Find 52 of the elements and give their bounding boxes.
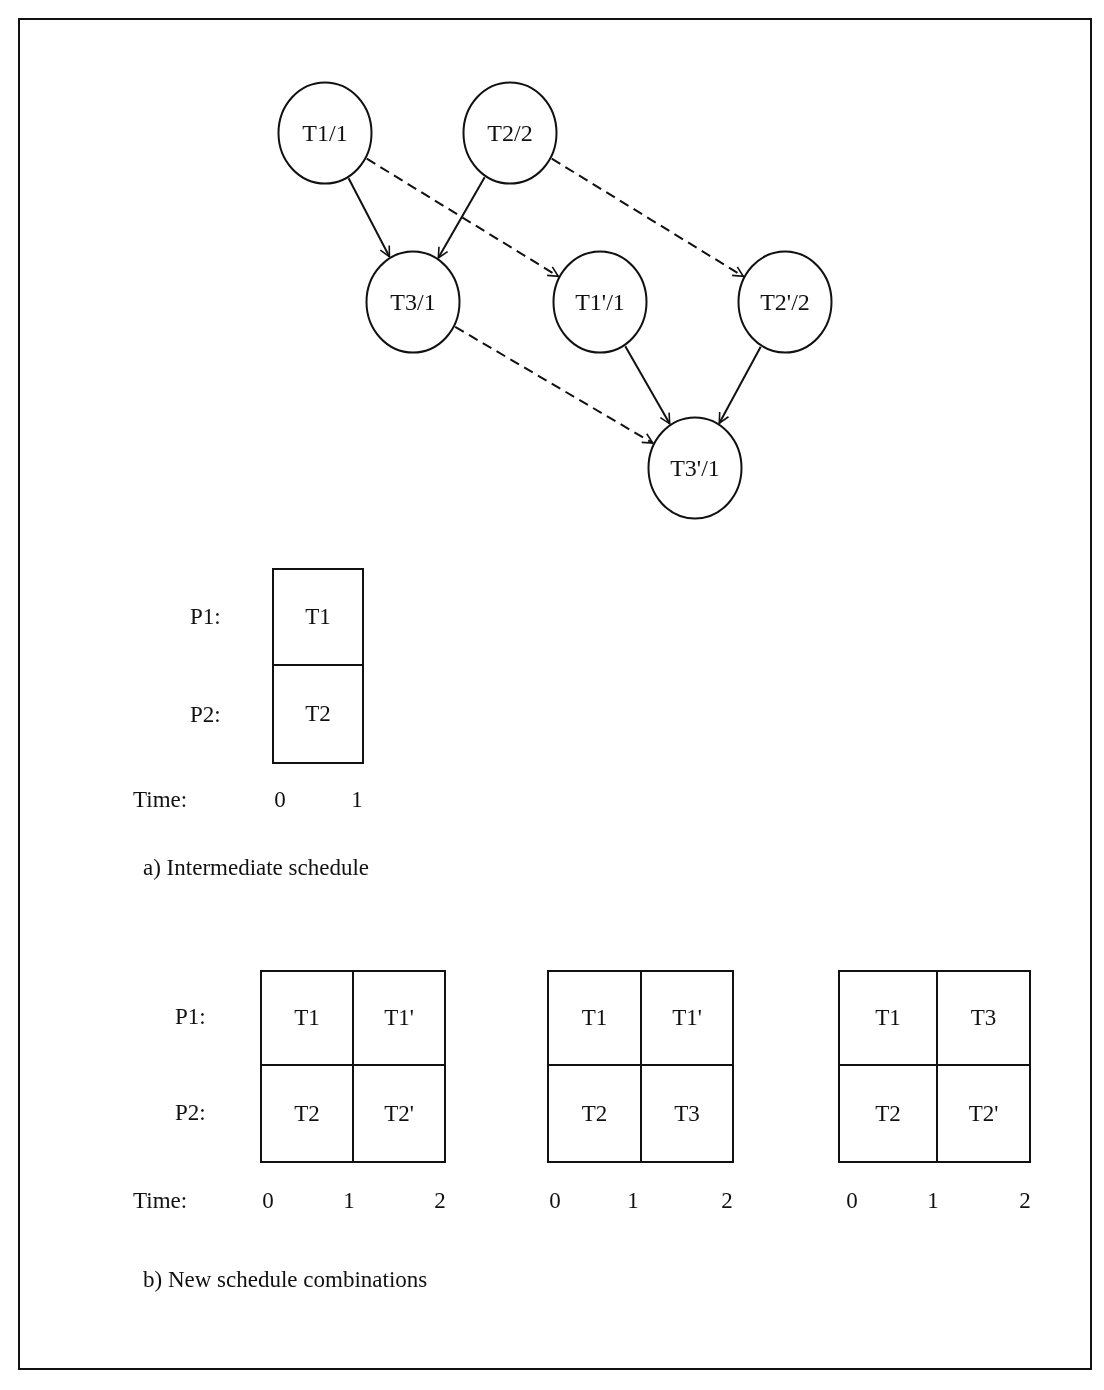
time-label: Time: (133, 788, 188, 811)
row-label: P1: (190, 605, 221, 628)
arrow (454, 325, 654, 445)
arrow (347, 177, 391, 258)
tick-number: 2 (721, 1189, 733, 1212)
schedule-cell: T2 (272, 664, 364, 764)
tick-number: 1 (927, 1189, 939, 1212)
row-label: P2: (175, 1101, 206, 1124)
node-label: T2'/2 (760, 288, 810, 316)
node-circle (462, 81, 558, 185)
node-circle (365, 250, 461, 354)
arrow (365, 157, 560, 278)
tick-number: 0 (846, 1189, 858, 1212)
arrow (624, 345, 671, 425)
node-circle (737, 250, 833, 354)
node-circle (647, 416, 743, 520)
schedule-cell: T2' (352, 1064, 446, 1163)
caption: b) New schedule combinations (143, 1268, 428, 1291)
row-label: P2: (190, 703, 221, 726)
schedule-cell: T2 (838, 1064, 938, 1163)
schedule-cell: T1 (547, 970, 642, 1066)
tick-number: 1 (627, 1189, 639, 1212)
schedule-cell: T1 (838, 970, 938, 1066)
tick-number: 1 (343, 1189, 355, 1212)
tick-number: 0 (549, 1189, 561, 1212)
row-label: P1: (175, 1005, 206, 1028)
schedule-cell: T1 (272, 568, 364, 666)
schedule-cell: T1 (260, 970, 354, 1066)
node-circle (552, 250, 648, 354)
node-label: T1/1 (302, 119, 348, 147)
schedule-cell: T2 (260, 1064, 354, 1163)
tick-number: 0 (274, 788, 286, 811)
tick-number: 0 (262, 1189, 274, 1212)
node-circle (277, 81, 373, 185)
arrow (718, 345, 762, 425)
schedule-cell: T1' (640, 970, 734, 1066)
schedule-cell: T3 (640, 1064, 734, 1163)
node-label: T2/2 (487, 119, 533, 147)
tick-number: 2 (1019, 1189, 1031, 1212)
caption: a) Intermediate schedule (143, 856, 370, 879)
schedule-cell: T2 (547, 1064, 642, 1163)
tick-number: 2 (434, 1189, 446, 1212)
time-label: Time: (133, 1189, 188, 1212)
node-label: T1'/1 (575, 288, 625, 316)
schedule-cell: T1' (352, 970, 446, 1066)
arrow (437, 176, 486, 259)
node-label: T3/1 (390, 288, 436, 316)
node-label: T3'/1 (670, 454, 720, 482)
schedule-cell: T2' (936, 1064, 1031, 1163)
schedule-cell: T3 (936, 970, 1031, 1066)
arrow (550, 157, 745, 278)
tick-number: 1 (351, 788, 363, 811)
